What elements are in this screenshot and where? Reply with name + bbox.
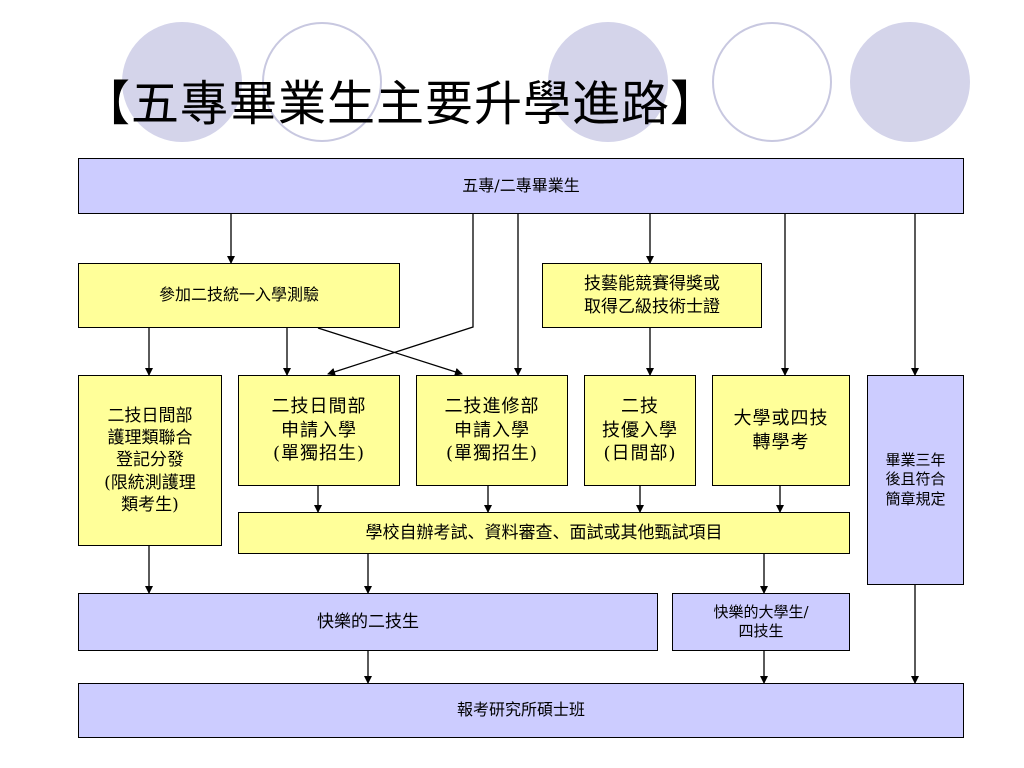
node-day-apply-line2: 申請入學 [281, 419, 357, 441]
node-skills-competition-line1: 技藝能競賽得獎或 [584, 274, 720, 295]
node-happy-2tech: 快樂的二技生 [78, 593, 658, 651]
node-nursing-day-line2: 護理類聯合 [107, 428, 193, 449]
node-school-exam-label: 學校自辦考試、資料審查、面試或其他甄試項目 [365, 522, 723, 543]
node-continuing-apply-line3: (單獨招生) [445, 443, 539, 465]
node-graduate-school: 報考研究所碩士班 [78, 683, 964, 738]
node-three-years: 畢業三年 後且符合 簡章規定 [867, 375, 964, 585]
node-three-years-line1: 畢業三年 [885, 450, 946, 469]
node-day-apply-line1: 二技日間部 [271, 396, 367, 418]
node-three-years-line2: 後且符合 [885, 470, 946, 489]
node-continuing-apply-line1: 二技進修部 [444, 396, 540, 418]
node-nursing-day-line4: (限統測護理 [104, 472, 196, 493]
node-happy-2tech-label: 快樂的二技生 [317, 611, 419, 632]
arrow-unified-to-continuing [317, 327, 463, 376]
page-title: 【五專畢業生主要升學進路】 [82, 76, 720, 132]
node-talent-admission: 二技 技優入學 (日間部) [584, 375, 696, 486]
node-day-apply-line3: (單獨招生) [272, 443, 366, 465]
node-nursing-day: 二技日間部 護理類聯合 登記分發 (限統測護理 類考生) [78, 375, 222, 546]
node-nursing-day-line1: 二技日間部 [107, 406, 193, 427]
node-continuing-apply: 二技進修部 申請入學 (單獨招生) [416, 375, 568, 486]
node-happy-univ-line2: 四技生 [738, 622, 784, 640]
node-graduates: 五專/二專畢業生 [78, 158, 964, 214]
decor-circle-1 [122, 22, 242, 142]
decor-ring-1 [262, 22, 382, 142]
node-happy-univ: 快樂的大學生/ 四技生 [672, 593, 850, 651]
node-transfer-exam-line2: 轉學考 [752, 431, 810, 453]
node-school-exam: 學校自辦考試、資料審查、面試或其他甄試項目 [238, 512, 850, 554]
node-continuing-apply-line2: 申請入學 [454, 419, 530, 441]
node-graduate-school-label: 報考研究所碩士班 [456, 700, 585, 720]
node-talent-admission-line1: 二技 [621, 396, 659, 418]
node-skills-competition: 技藝能競賽得獎或 取得乙級技術士證 [542, 263, 762, 328]
node-unified-exam: 參加二技統一入學測驗 [78, 263, 400, 328]
node-nursing-day-line5: 類考生) [121, 494, 179, 515]
node-graduates-label: 五專/二專畢業生 [462, 175, 580, 195]
node-transfer-exam-line1: 大學或四技 [733, 408, 829, 430]
node-transfer-exam: 大學或四技 轉學考 [712, 375, 850, 486]
node-unified-exam-label: 參加二技統一入學測驗 [158, 285, 319, 305]
node-talent-admission-line2: 技優入學 [602, 419, 678, 441]
decor-circle-3 [850, 22, 970, 142]
node-day-apply: 二技日間部 申請入學 (單獨招生) [238, 375, 400, 486]
decor-circle-2 [548, 22, 668, 142]
node-skills-competition-line2: 取得乙級技術士證 [584, 296, 720, 317]
node-three-years-line3: 簡章規定 [885, 489, 946, 508]
decor-ring-2 [712, 22, 832, 142]
arrow-graduates-to-day-apply [327, 214, 474, 376]
node-nursing-day-line3: 登記分發 [116, 450, 184, 471]
node-happy-univ-line1: 快樂的大學生/ [713, 602, 809, 621]
node-talent-admission-line3: (日間部) [603, 443, 677, 465]
